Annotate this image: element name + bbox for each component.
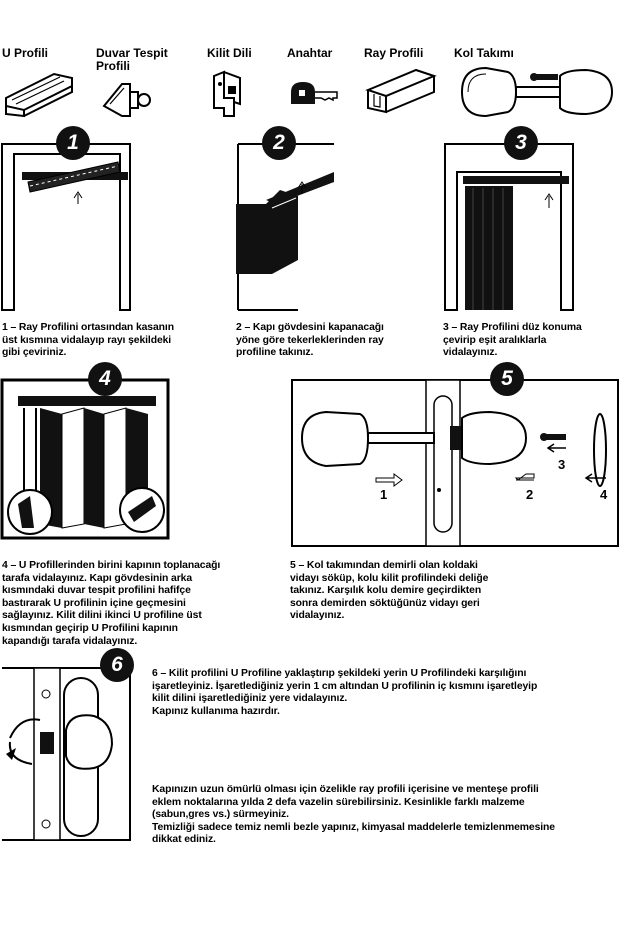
step5-marker-1: 1 [380, 487, 388, 502]
step1-illustration [0, 142, 132, 311]
step3-badge: 3 [504, 126, 538, 160]
part-label-handle-set: Kol Takımı [454, 46, 514, 60]
part-label-key: Anahtar [287, 46, 333, 60]
part-label-u-profile: U Profili [2, 46, 49, 60]
step6-badge: 6 [100, 648, 134, 682]
step3-illustration [443, 142, 575, 312]
step5-marker-4: 4 [600, 487, 608, 502]
part-label-rail-profile: Ray Profili [364, 46, 424, 60]
lock-tongue-icon [213, 70, 241, 117]
part-label-wall-bracket: Duvar Tespit Profili [96, 46, 168, 73]
step4-caption: 4 – U Profillerinden birini kapının topl… [2, 560, 221, 647]
step4-illustration [0, 378, 172, 540]
step1-badge: 1 [56, 126, 90, 160]
step5-marker-2: 2 [526, 487, 534, 502]
part-label-lock-tongue: Kilit Dili [207, 46, 252, 60]
step5-marker-3: 3 [558, 457, 566, 472]
step2-badge: 2 [262, 126, 296, 160]
care-note: Kapınızın uzun ömürlü olması için özelik… [152, 784, 555, 846]
key-icon [291, 82, 338, 104]
step5-illustration: 1 2 3 4 [290, 378, 620, 548]
step5-badge: 5 [490, 362, 524, 396]
step4-badge: 4 [88, 362, 122, 396]
wall-bracket-icon [102, 83, 151, 117]
step2-illustration [236, 142, 336, 312]
handle-set-icon [460, 66, 614, 118]
step6-illustration [0, 664, 132, 842]
u-profile-icon [5, 72, 73, 118]
step6-caption: 6 – Kilit profilini U Profiline yaklaştı… [152, 668, 538, 717]
rail-profile-icon [365, 68, 437, 114]
